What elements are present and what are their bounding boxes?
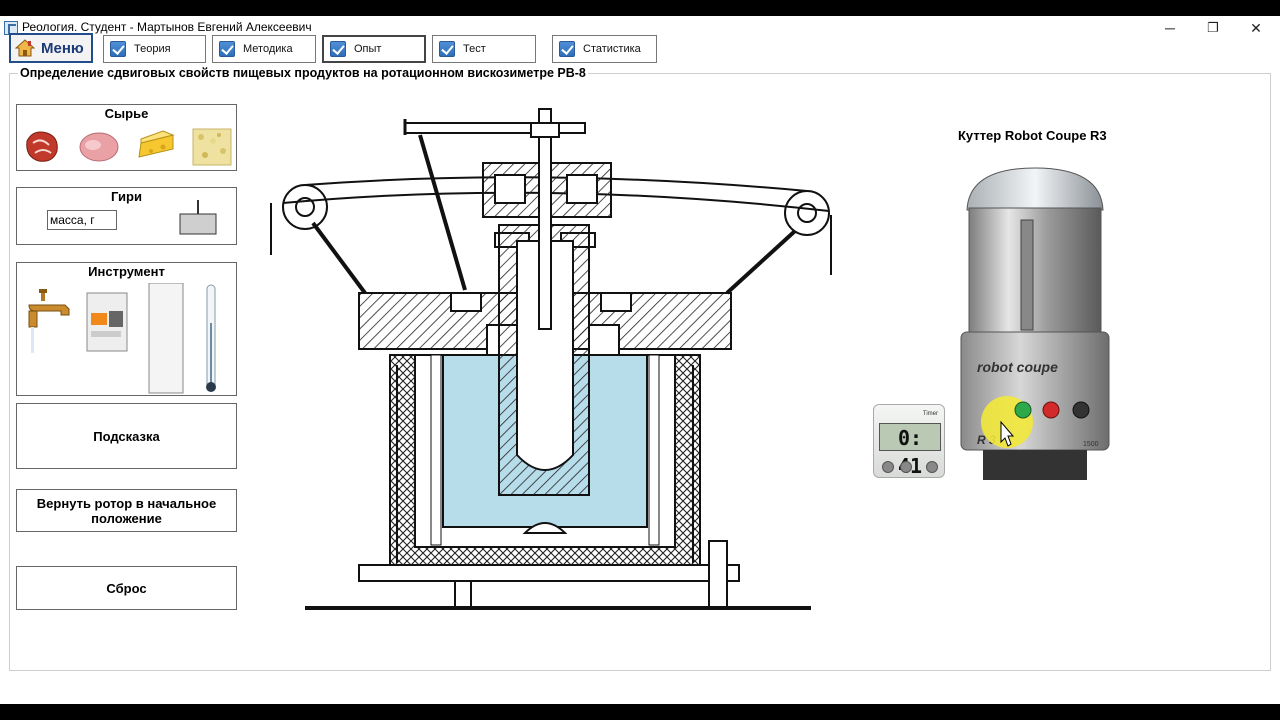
mass-input[interactable] (47, 210, 117, 230)
timer-button-1[interactable] (882, 461, 894, 473)
weight-icon[interactable] (177, 200, 219, 238)
checkbox-checked-icon (330, 41, 346, 57)
circuit-breaker-icon[interactable] (86, 292, 128, 352)
menu-label: Меню (41, 39, 84, 57)
tools-panel: Инструмент (16, 262, 237, 396)
restore-button[interactable]: ❐ (1207, 20, 1219, 35)
tab-experiment[interactable]: Опыт (322, 35, 426, 63)
tab-label: Тест (463, 43, 486, 55)
minimize-button[interactable]: ─ (1165, 20, 1175, 36)
pulley-left (282, 184, 328, 230)
timer-device[interactable]: Timer 0: 41 (873, 404, 945, 478)
checkbox-checked-icon (439, 41, 455, 57)
timer-button-3[interactable] (926, 461, 938, 473)
raw-material-icons (26, 128, 232, 166)
weights-panel: Гири (16, 187, 237, 245)
reset-button[interactable]: Сброс (16, 566, 237, 610)
timer-display: 0: 41 (879, 423, 941, 478)
menu-button[interactable]: Меню (9, 33, 93, 63)
checkbox-checked-icon (219, 41, 235, 57)
meat-icon[interactable] (26, 131, 58, 162)
tab-test[interactable]: Тест (432, 35, 536, 63)
group-title: Определение сдвиговых свойств пищевых пр… (18, 66, 588, 80)
cutter-power: 1500 (1083, 441, 1099, 448)
window-title: Реология. Студент - Мартынов Евгений Але… (22, 20, 312, 34)
raw-material-panel: Сырье (16, 104, 237, 171)
faucet-icon[interactable] (28, 289, 70, 353)
ruler-icon[interactable] (148, 283, 184, 394)
reset-rotor-button[interactable]: Вернуть ротор в начальное положение (16, 489, 237, 532)
checkbox-checked-icon (110, 41, 126, 57)
home-icon (15, 39, 35, 57)
pulley-right (784, 190, 830, 236)
close-button[interactable]: ✕ (1250, 19, 1262, 36)
tab-theory[interactable]: Теория (103, 35, 206, 63)
pulse-button[interactable] (1072, 401, 1090, 419)
panel-title: Сырье (104, 106, 149, 121)
viscometer-diagram (270, 108, 832, 610)
hand-cursor-icon (1000, 420, 1015, 447)
cutter-bowl (968, 207, 1102, 339)
tab-label: Статистика (583, 43, 641, 55)
checkbox-checked-icon (559, 41, 575, 57)
ham-icon[interactable] (79, 132, 119, 162)
timer-brand: Timer (922, 411, 938, 417)
start-button[interactable] (1014, 401, 1032, 419)
tab-label: Опыт (354, 43, 382, 55)
cutter-robot-coupe[interactable]: robot coupe R 3 1500 (955, 160, 1115, 490)
stop-button[interactable] (1042, 401, 1060, 419)
cheese-icon[interactable] (138, 130, 175, 158)
tools-icons (28, 283, 216, 394)
cutter-title: Куттер Robot Coupe R3 (958, 128, 1107, 143)
shaft (538, 108, 552, 330)
tab-label: Теория (134, 43, 171, 55)
minced-icon[interactable] (192, 128, 232, 166)
tab-methodology[interactable]: Методика (212, 35, 316, 63)
thermometer-icon[interactable] (206, 284, 216, 392)
panel-title: Гири (111, 189, 142, 204)
hint-button[interactable]: Подсказка (16, 403, 237, 469)
panel-title: Инструмент (88, 264, 165, 279)
experiment-groupbox (9, 73, 1271, 671)
timer-button-2[interactable] (900, 461, 912, 473)
tab-label: Методика (243, 43, 293, 55)
cutter-brand: robot coupe (977, 359, 1058, 375)
tab-statistics[interactable]: Статистика (552, 35, 657, 63)
